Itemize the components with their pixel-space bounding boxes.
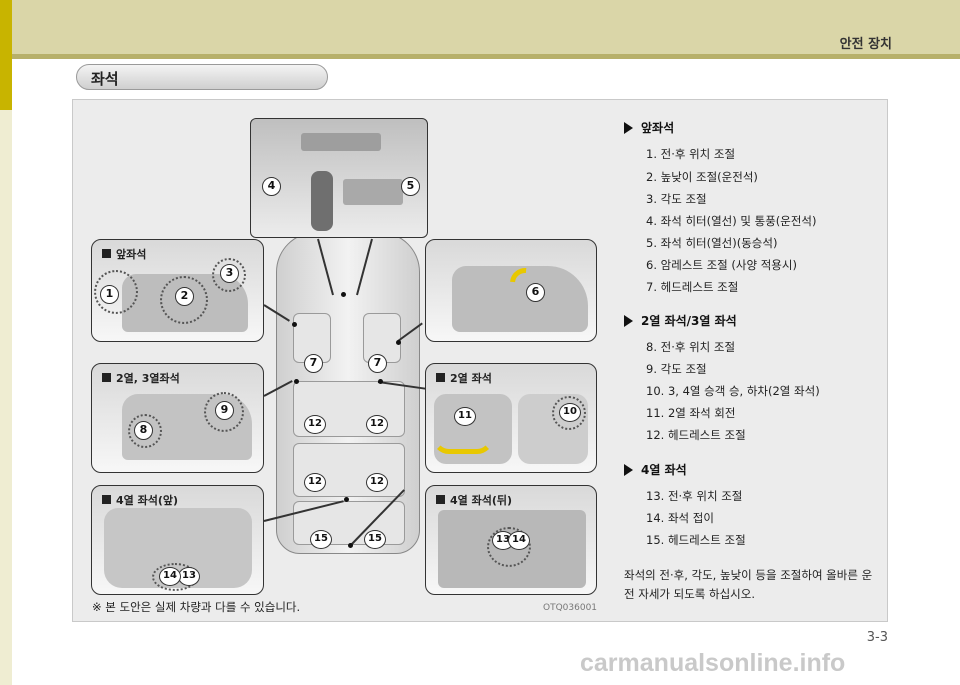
figure-footnote: ※ 본 도안은 실제 차량과 다를 수 있습니다. (92, 600, 301, 614)
list-item: 8. 전·후 위치 조절 (646, 340, 736, 354)
highlight-circle (128, 414, 162, 448)
highlight-circle (212, 258, 246, 292)
section-title: 좌석 (91, 70, 119, 88)
callout-15: 15 (364, 530, 386, 549)
list-item: 9. 각도 조절 (646, 362, 707, 376)
anchor-dot (348, 543, 353, 548)
chapter-tab-marker (0, 0, 12, 110)
callout-6: 6 (526, 283, 545, 302)
list-item: 1. 전·후 위치 조절 (646, 147, 736, 161)
heading-front-seat: 앞좌석 (624, 119, 674, 136)
panel-front-armrest (425, 239, 597, 342)
panel-label: 2열 좌석 (436, 370, 492, 386)
highlight-circle (94, 270, 138, 314)
control-panel (343, 179, 403, 205)
heading-row4: 4열 좌석 (624, 461, 687, 478)
anchor-dot (294, 379, 299, 384)
list-item: 12. 헤드레스트 조절 (646, 428, 746, 442)
anchor-dot (378, 379, 383, 384)
callout-10: 10 (559, 403, 581, 422)
highlight-circle (160, 276, 208, 324)
callout-12: 12 (304, 473, 326, 492)
list-item: 3. 각도 조절 (646, 192, 707, 206)
vehicle-top-view (276, 232, 420, 554)
figure-code: OTQ036001 (543, 603, 598, 613)
dashboard-detail (250, 118, 428, 238)
list-item: 4. 좌석 히터(열선) 및 통풍(운전석) (646, 214, 817, 228)
section-title-pill: 좌석 (76, 64, 328, 90)
callout-12: 12 (366, 473, 388, 492)
seat-illustration (434, 394, 512, 464)
list-item: 6. 암레스트 조절 (사양 적용시) (646, 258, 797, 272)
anchor-dot (341, 292, 346, 297)
anchor-dot (292, 322, 297, 327)
callout-4: 4 (262, 177, 281, 196)
highlight-circle (204, 392, 244, 432)
callout-11: 11 (454, 407, 476, 426)
panel-label: 4열 좌석(뒤) (436, 492, 512, 508)
panel-row2: 2열 좌석 (425, 363, 597, 473)
callout-12: 12 (366, 415, 388, 434)
heading-row23: 2열 좌석/3열 좌석 (624, 312, 737, 329)
list-item: 10. 3, 4열 승객 승, 하차(2열 좌석) (646, 384, 820, 398)
seat-illustration (452, 266, 588, 332)
callout-3: 3 (220, 264, 239, 283)
callout-7-left: 7 (304, 354, 323, 373)
list-item: 14. 좌석 접이 (646, 511, 714, 525)
list-item: 15. 헤드레스트 조절 (646, 533, 746, 547)
chapter-title: 안전 장치 (839, 37, 892, 52)
vent-panel (301, 133, 381, 151)
anchor-dot (396, 340, 401, 345)
panel-label: 2열, 3열좌석 (102, 370, 180, 386)
anchor-dot (344, 497, 349, 502)
list-item: 2. 높낮이 조절(운전석) (646, 170, 758, 184)
list-item: 11. 2열 좌석 회전 (646, 406, 736, 420)
callout-7-right: 7 (368, 354, 387, 373)
panel-label: 4열 좌석(앞) (102, 492, 178, 508)
page-number: 3-3 (866, 630, 888, 645)
callout-9: 9 (215, 401, 234, 420)
watermark: carmanualsonline.info (580, 649, 846, 677)
panel-row23: 2열, 3열좌석 (91, 363, 264, 473)
header-band (0, 0, 960, 55)
callout-2: 2 (175, 287, 194, 306)
side-margin-strip (0, 110, 12, 685)
list-item: 13. 전·후 위치 조절 (646, 489, 743, 503)
gear-lever (311, 171, 333, 231)
callout-13: 14 (159, 567, 181, 586)
panel-label: 앞좌석 (102, 246, 146, 262)
highlight-circle (552, 396, 586, 430)
callout-1: 1 (100, 285, 119, 304)
callout-15: 15 (310, 530, 332, 549)
callout-14: 13 (178, 567, 200, 586)
header-divider (0, 54, 960, 59)
list-item: 5. 좌석 히터(열선)(동승석) (646, 236, 778, 250)
callout-12: 12 (304, 415, 326, 434)
highlight-circle (487, 527, 531, 567)
summary-paragraph: 좌석의 전·후, 각도, 높낮이 등을 조절하여 올바른 운전 자세가 되도록 … (624, 568, 873, 601)
callout-5: 5 (401, 177, 420, 196)
callout-8: 8 (134, 421, 153, 440)
callout-14: 14 (508, 531, 530, 550)
list-item: 7. 헤드레스트 조절 (646, 280, 739, 294)
